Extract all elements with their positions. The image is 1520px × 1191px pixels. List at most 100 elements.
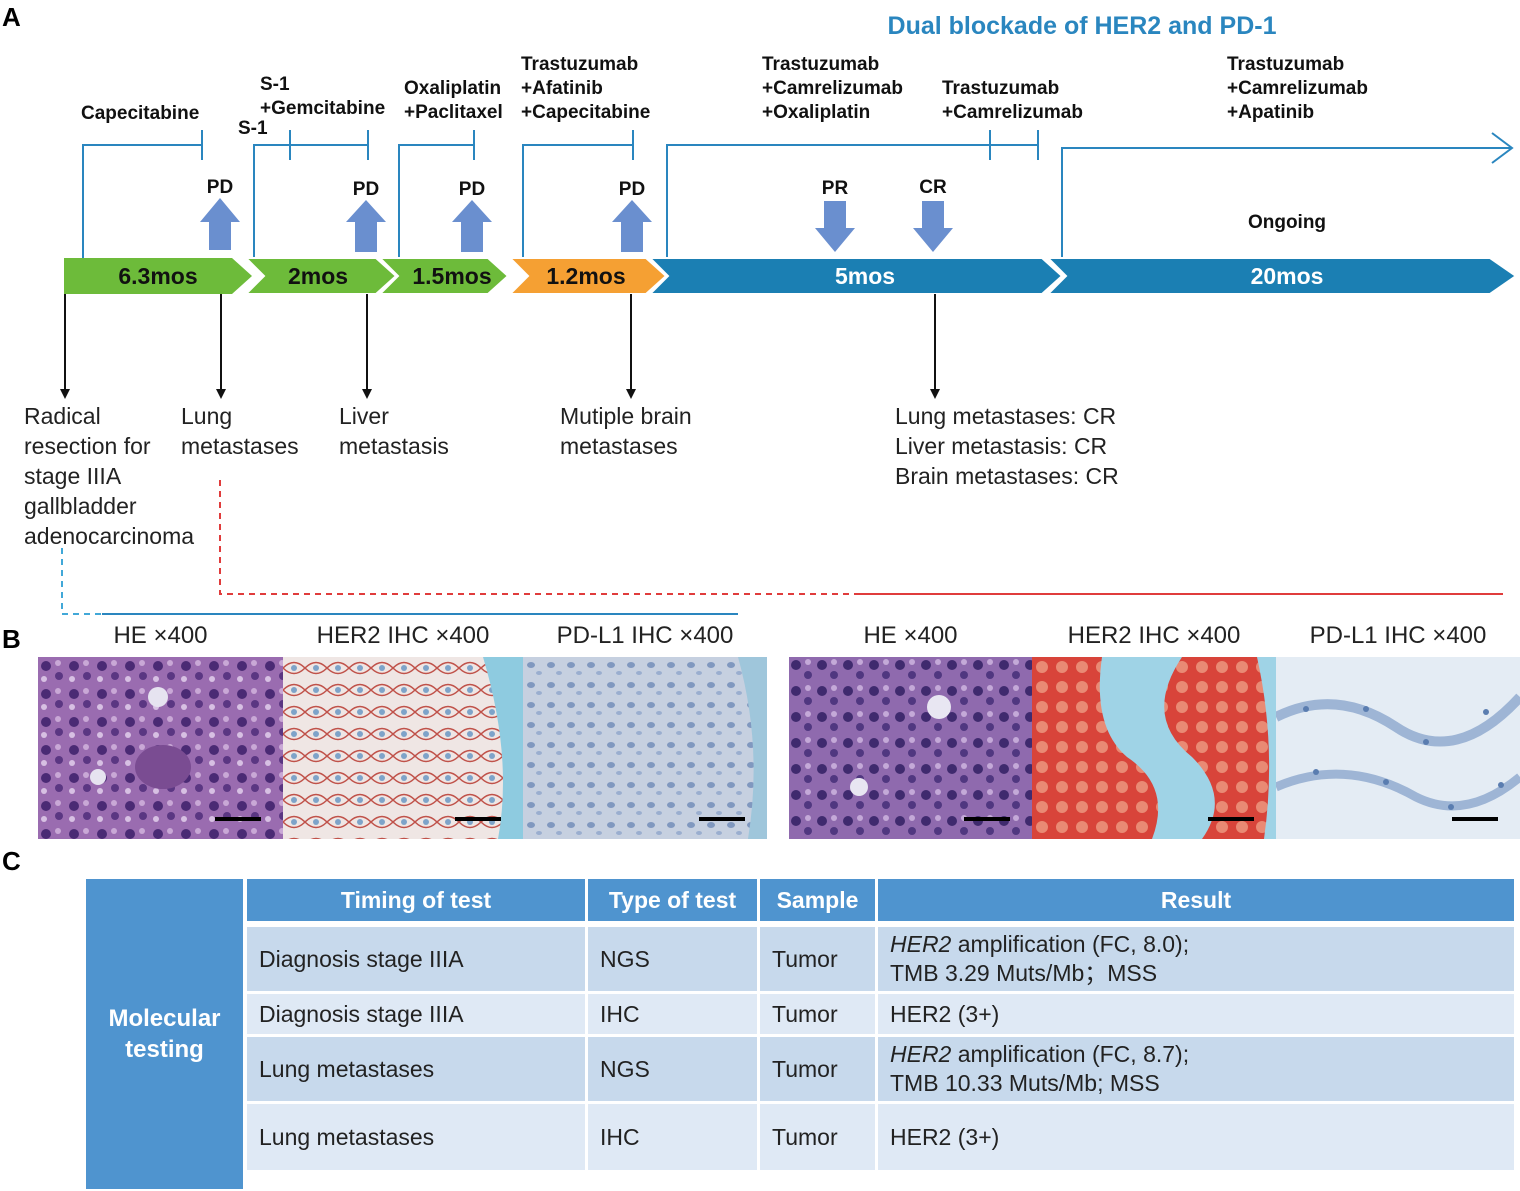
response-label-pd-4: PD [619, 179, 645, 200]
micrograph-pdl1-ihc [523, 657, 767, 839]
response-label-pd-2: PD [353, 179, 379, 200]
scale-bar [1208, 817, 1254, 821]
regimen-s1-line2: +Gemcitabine [260, 98, 385, 119]
cell-sample: Tumor [760, 1104, 878, 1173]
phase-duration: 1.5mos [412, 263, 491, 289]
response-down-arrow [815, 201, 855, 252]
progress-up-arrow [200, 198, 240, 250]
bracket-s1-gemcitabine [253, 130, 369, 262]
regimen-tra-cam-line2: +Camrelizumab [942, 102, 1083, 123]
phase-duration: 6.3mos [118, 263, 197, 289]
event-resection-line5: adenocarcinoma [24, 523, 194, 549]
molecular-testing-label: Molecular testing [86, 879, 243, 1189]
cell-sample: Tumor [760, 1037, 878, 1104]
phase-duration: 20mos [1251, 263, 1324, 289]
event-cr-line2: Liver metastasis: CR [895, 433, 1107, 459]
ongoing-label: Ongoing [1248, 212, 1326, 233]
progress-up-arrow [346, 200, 386, 252]
scale-bar [964, 817, 1010, 821]
event-resection-line1: Radical [24, 403, 101, 429]
phase-chevron [507, 257, 668, 295]
micrograph-he [789, 657, 1032, 839]
caption-he-right: HE ×400 [863, 622, 958, 649]
header-timing: Timing of test [247, 879, 588, 927]
regimen-s1-line1: S-1 [260, 74, 290, 95]
event-cr-line3: Brain metastases: CR [895, 463, 1119, 489]
table-row: Lung metastases IHC Tumor HER2 (3+) [247, 1104, 1517, 1173]
phase-chevron [377, 257, 510, 295]
event-resection-line2: resection for [24, 433, 151, 459]
progress-up-arrow [452, 200, 492, 252]
scale-bar [455, 817, 501, 821]
bracket-trastuzumab-apatinib [1061, 132, 1514, 262]
event-liver-line1: Liver [339, 403, 389, 429]
regimen-tra-cam-oxa-line3: +Oxaliplatin [762, 102, 870, 123]
molecular-testing-table: Timing of test Type of test Sample Resul… [247, 879, 1517, 1173]
dual-blockade-title: Dual blockade of HER2 and PD-1 [888, 12, 1277, 40]
regimen-tra-cam-apa-line3: +Apatinib [1227, 102, 1314, 123]
header-result: Result [878, 879, 1517, 927]
caption-her2-right: HER2 IHC ×400 [1067, 622, 1241, 649]
regimen-tra-afa-line1: Trastuzumab [521, 54, 638, 75]
phase-chevron [647, 257, 1064, 295]
regimen-tra-afa-line3: +Capecitabine [521, 102, 650, 123]
phase-duration: 1.2mos [546, 263, 625, 289]
cell-result: HER2 (3+) [878, 994, 1517, 1037]
response-label-pd-3: PD [459, 179, 485, 200]
header-sample: Sample [760, 879, 878, 927]
bracket-capecitabine [82, 130, 203, 262]
event-lung-line2: metastases [181, 433, 299, 459]
event-lung-line1: Lung [181, 403, 232, 429]
header-type: Type of test [588, 879, 760, 927]
event-liver-line2: metastasis [339, 433, 449, 459]
result-line1-rest: amplification (FC, 8.0); [951, 931, 1190, 957]
cell-sample: Tumor [760, 994, 878, 1037]
regimen-oxali-line1: Oxaliplatin [404, 78, 501, 99]
event-brain-line1: Mutiple brain [560, 403, 692, 429]
cell-sample: Tumor [760, 927, 878, 994]
event-brain-line2: metastases [560, 433, 678, 459]
event-resection-line4: gallbladder [24, 493, 137, 519]
regimen-tra-cam-apa-line2: +Camrelizumab [1227, 78, 1368, 99]
response-label-pd-1: PD [207, 177, 233, 198]
bracket-trastuzumab-camrelizumab [666, 130, 1039, 262]
molecular-testing-text: Molecular testing [108, 1005, 221, 1063]
table-row: Diagnosis stage IIIA NGS Tumor HER2 ampl… [247, 927, 1517, 994]
phase-chevron [64, 258, 252, 294]
regimen-capecitabine: Capecitabine [81, 103, 199, 124]
table-row: Diagnosis stage IIIA IHC Tumor HER2 (3+) [247, 994, 1517, 1037]
cell-timing: Diagnosis stage IIIA [247, 994, 588, 1037]
table-header-row: Timing of test Type of test Sample Resul… [247, 879, 1517, 927]
response-label-cr: CR [919, 177, 947, 198]
result-line2: TMB 3.29 Muts/Mb；MSS [890, 960, 1158, 986]
micrograph-set-diagnosis [38, 657, 767, 839]
micrograph-her2-ihc [283, 657, 523, 839]
regimen-tra-afa-line2: +Afatinib [521, 78, 603, 99]
cell-timing: Lung metastases [247, 1104, 588, 1173]
phase-duration: 2mos [288, 263, 348, 289]
cell-timing: Diagnosis stage IIIA [247, 927, 588, 994]
scale-bar [215, 817, 261, 821]
panel-label-c: C [2, 846, 21, 876]
cell-type: IHC [588, 1104, 760, 1173]
result-line1-rest: amplification (FC, 8.7); [951, 1041, 1190, 1067]
response-label-pr: PR [822, 178, 849, 199]
regimen-s1-marker: S-1 [238, 118, 268, 139]
bracket-trastuzumab-afatinib [522, 130, 634, 262]
phase-duration: 5mos [835, 263, 895, 289]
micrograph-pdl1-ihc [1276, 657, 1520, 839]
caption-her2-left: HER2 IHC ×400 [316, 622, 490, 649]
resection-connector-dashed [61, 548, 102, 615]
regimen-tra-cam-oxa-line2: +Camrelizumab [762, 78, 903, 99]
panel-label-a: A [2, 2, 21, 32]
table-row: Lung metastases NGS Tumor HER2 amplifica… [247, 1037, 1517, 1104]
result-line1: HER2 amplification (FC, 8.7); [890, 1040, 1502, 1069]
event-cr-line1: Lung metastases: CR [895, 403, 1116, 429]
result-line2: TMB 10.33 Muts/Mb; MSS [890, 1070, 1160, 1096]
micrograph-her2-ihc [1032, 657, 1276, 839]
cell-result: HER2 amplification (FC, 8.7); TMB 10.33 … [878, 1037, 1517, 1104]
result-line1: HER2 amplification (FC, 8.0); [890, 930, 1502, 959]
event-resection-line3: stage IIIA [24, 463, 122, 489]
